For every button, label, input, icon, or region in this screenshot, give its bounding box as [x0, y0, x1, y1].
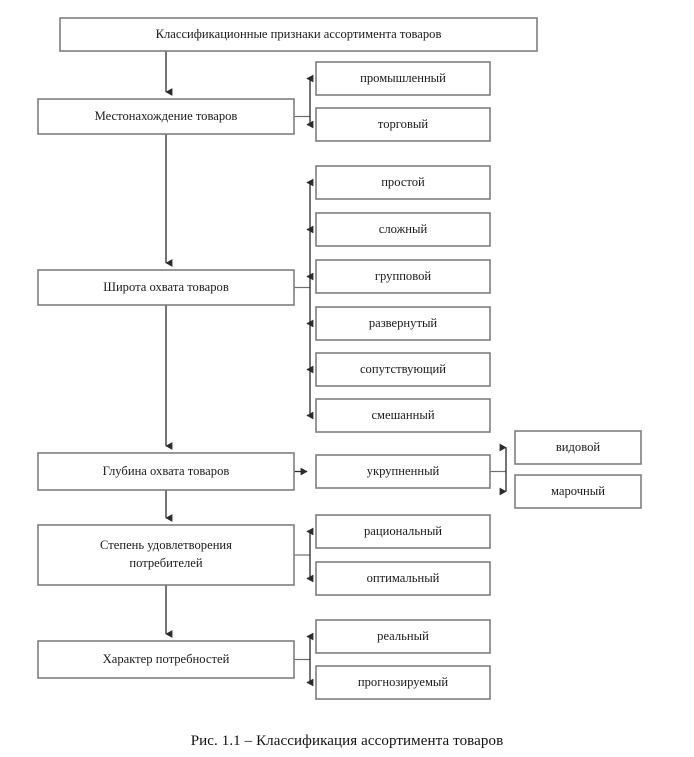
node-breadth-child-0[interactable]: простой	[315, 165, 491, 200]
node-location-rect	[37, 98, 295, 135]
node-satisfaction[interactable]: Степень удовлетворения потребителей	[37, 524, 295, 586]
node-needs-child-1[interactable]: прогнозируемый	[315, 665, 491, 700]
node-location-child-0-rect	[315, 61, 491, 96]
node-satisfaction-child-1-label: оптимальный	[367, 571, 440, 585]
node-breadth-child-5-rect	[315, 398, 491, 433]
node-location[interactable]: Местонахождение товаров	[37, 98, 295, 135]
node-breadth-label: Широта охвата товаров	[103, 280, 229, 294]
node-location-child-1-rect	[315, 107, 491, 142]
node-satisfaction-rect	[37, 524, 295, 586]
node-breadth-child-0-rect	[315, 165, 491, 200]
node-depth-rect	[37, 452, 295, 491]
node-needs-child-1-label: прогнозируемый	[358, 675, 449, 689]
node-depth-label: Глубина охвата товаров	[103, 464, 230, 478]
connector-layer	[165, 51, 507, 687]
node-root-rect	[59, 17, 538, 52]
node-layer: Классификационные признаки ассортимента …	[37, 17, 642, 700]
node-breadth-child-4[interactable]: сопутствующий	[315, 352, 491, 387]
node-breadth-child-3-label: развернутый	[369, 316, 438, 330]
node-breadth-child-1-label: сложный	[379, 222, 428, 236]
node-breadth[interactable]: Широта охвата товаров	[37, 269, 295, 306]
node-needs-child-0[interactable]: реальный	[315, 619, 491, 654]
node-depth-child-0[interactable]: укрупненный	[315, 454, 491, 489]
node-needs-rect	[37, 640, 295, 679]
node-needs-label: Характер потребностей	[103, 652, 230, 666]
node-satisfaction-child-0[interactable]: рациональный	[315, 514, 491, 549]
node-satisfaction-child-1[interactable]: оптимальный	[315, 561, 491, 596]
node-breadth-child-5-label: смешанный	[371, 408, 434, 422]
node-root[interactable]: Классификационные признаки ассортимента …	[59, 17, 538, 52]
node-depth-child-0-sub-0-label: видовой	[556, 440, 601, 454]
node-needs-child-1-rect	[315, 665, 491, 700]
node-depth-child-0-rect	[315, 454, 491, 489]
node-satisfaction-child-1-rect	[315, 561, 491, 596]
node-breadth-child-2-label: групповой	[375, 269, 432, 283]
node-satisfaction-label-line-1: потребителей	[129, 556, 203, 570]
node-breadth-child-1-rect	[315, 212, 491, 247]
node-breadth-child-2[interactable]: групповой	[315, 259, 491, 294]
node-depth-child-0-sub-0[interactable]: видовой	[514, 430, 642, 465]
node-breadth-child-0-label: простой	[381, 175, 425, 189]
node-needs-child-0-label: реальный	[377, 629, 429, 643]
node-satisfaction-child-0-label: рациональный	[364, 524, 442, 538]
node-root-label: Классификационные признаки ассортимента …	[156, 27, 442, 41]
node-location-child-0-label: промышленный	[360, 71, 446, 85]
node-breadth-child-4-rect	[315, 352, 491, 387]
node-depth-child-0-sub-0-rect	[514, 430, 642, 465]
node-breadth-child-1[interactable]: сложный	[315, 212, 491, 247]
node-needs[interactable]: Характер потребностей	[37, 640, 295, 679]
figure-caption: Рис. 1.1 – Классификация ассортимента то…	[190, 733, 504, 749]
node-depth-child-0-label: укрупненный	[367, 464, 440, 478]
node-satisfaction-label-line-0: Степень удовлетворения	[100, 538, 232, 552]
node-depth-child-0-sub-1-rect	[514, 474, 642, 509]
node-depth[interactable]: Глубина охвата товаров	[37, 452, 295, 491]
node-breadth-rect	[37, 269, 295, 306]
node-breadth-child-4-label: сопутствующий	[360, 362, 446, 376]
node-breadth-child-3[interactable]: развернутый	[315, 306, 491, 341]
node-breadth-child-5[interactable]: смешанный	[315, 398, 491, 433]
node-satisfaction-child-0-rect	[315, 514, 491, 549]
node-location-child-1-label: торговый	[378, 117, 428, 131]
node-location-child-1[interactable]: торговый	[315, 107, 491, 142]
node-location-label: Местонахождение товаров	[95, 109, 238, 123]
node-depth-child-0-sub-1[interactable]: марочный	[514, 474, 642, 509]
node-breadth-child-3-rect	[315, 306, 491, 341]
node-location-child-0[interactable]: промышленный	[315, 61, 491, 96]
node-depth-child-0-sub-1-label: марочный	[551, 484, 605, 498]
node-breadth-child-2-rect	[315, 259, 491, 294]
node-needs-child-0-rect	[315, 619, 491, 654]
